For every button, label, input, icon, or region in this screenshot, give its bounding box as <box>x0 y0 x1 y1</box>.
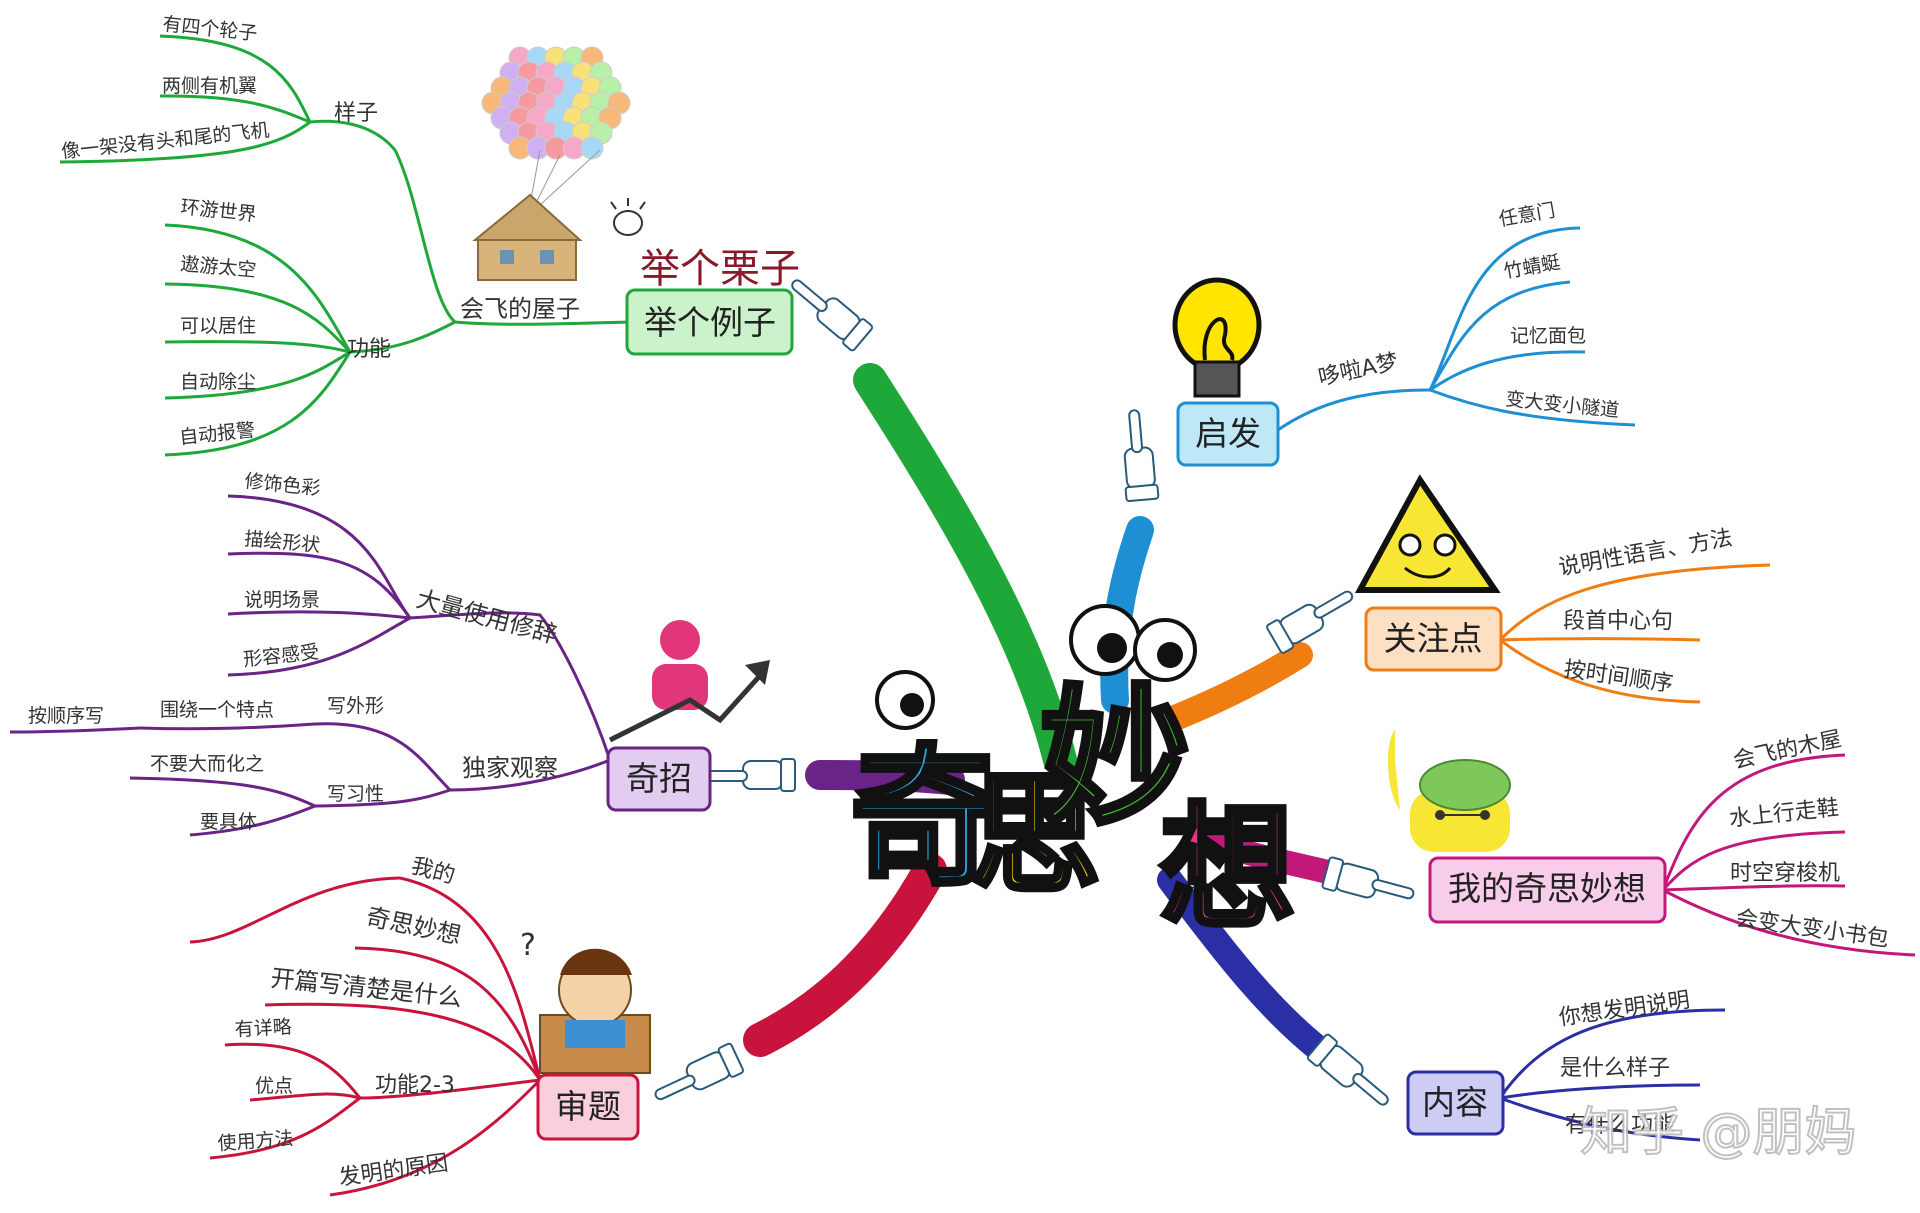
topic-focus[interactable]: 关注点 <box>1364 606 1503 672</box>
branch-inspiration <box>1274 226 1636 434</box>
mine-item-3: 时空穿梭机 <box>1730 861 1840 886</box>
topic-inspiration-label: 启发 <box>1195 414 1261 453</box>
branch-review <box>189 876 542 1197</box>
topic-mine[interactable]: 我的奇思妙想 <box>1428 856 1667 924</box>
inspiration-item-4: 变大变小隧道 <box>1504 388 1620 422</box>
mine-item-2: 水上行走鞋 <box>1728 796 1840 832</box>
topic-inspiration[interactable]: 启发 <box>1176 401 1280 467</box>
trick-sub-2-item-1: 不要大而化之 <box>150 753 264 775</box>
trick-group-1-item-4: 形容感受 <box>242 641 320 671</box>
inspiration-item-3: 记忆面包 <box>1510 325 1586 347</box>
branch-line-trick <box>805 760 965 795</box>
inspiration-item-2: 竹蜻蜓 <box>1502 251 1562 283</box>
topic-example-label: 举个例子 <box>644 303 776 342</box>
example-group-2: 功能 <box>347 337 391 362</box>
branch-trick <box>9 494 612 837</box>
trick-sub-2-item-2: 要具体 <box>200 811 257 833</box>
hand-icon <box>1306 1033 1389 1106</box>
example-group-1: 样子 <box>334 101 378 126</box>
mine-item-1: 会飞的木屋 <box>1731 727 1844 774</box>
trick-group-1: 大量使用修辞 <box>413 585 559 649</box>
branch-line-review <box>743 853 947 1057</box>
hand-icon <box>791 279 874 352</box>
lightbulb-icon <box>1172 277 1262 398</box>
svg-text:?: ? <box>520 928 536 963</box>
example-group-2-item-3: 可以居住 <box>180 315 256 337</box>
topic-review[interactable]: 审题 <box>536 1073 640 1141</box>
watermark: 知乎 @朋妈 <box>1580 1103 1857 1163</box>
example-group-1-item-2: 两侧有机翼 <box>162 75 257 97</box>
trick-group-2: 独家观察 <box>462 754 558 782</box>
branch-line-focus <box>1157 642 1313 733</box>
center-char-2: 思 <box>970 759 1100 911</box>
topic-review-label: 审题 <box>555 1087 621 1126</box>
review-group-item-2: 优点 <box>255 1075 293 1097</box>
hand-icon <box>1123 409 1160 503</box>
focus-item-3: 按时间顺序 <box>1562 657 1674 697</box>
example-group-2-item-1: 环游世界 <box>179 196 257 226</box>
center-char-1: 奇 <box>850 732 1000 906</box>
center-char-3: 妙 <box>1040 672 1190 846</box>
balloon-house-icon <box>472 46 631 281</box>
branch-content <box>1498 1008 1726 1142</box>
pointing-hands <box>654 279 1415 1106</box>
balloon <box>580 136 604 160</box>
topic-focus-label: 关注点 <box>1384 619 1483 658</box>
review-item-2: 奇思妙想 <box>364 902 464 949</box>
content-item-1: 你想发明说明 <box>1557 988 1691 1031</box>
content-item-3: 有什么功能 <box>1565 1113 1675 1138</box>
chestnut-label: 举个栗子 <box>640 246 800 292</box>
robot-brain-icon <box>1388 730 1511 852</box>
topic-content-label: 内容 <box>1422 1083 1488 1122</box>
branch-mine <box>1661 753 1916 957</box>
topic-example[interactable]: 举个例子 <box>625 288 794 356</box>
review-group-item-3: 使用方法 <box>217 1128 294 1155</box>
review-group-item-1: 有详略 <box>234 1016 292 1041</box>
branch-line-example <box>853 363 1077 777</box>
trick-sub-1: 写外形 <box>327 695 384 717</box>
branch-line-content <box>1157 867 1333 1063</box>
branch-focus <box>1498 563 1771 704</box>
hand-icon <box>704 758 796 792</box>
topic-trick-label: 奇招 <box>626 759 692 798</box>
trick-group-1-item-3: 说明场景 <box>244 589 320 611</box>
trick-group-1-item-1: 修饰色彩 <box>243 470 321 500</box>
mine-item-4: 会变大变小书包 <box>1734 906 1890 952</box>
focus-item-1: 说明性语言、方法 <box>1557 526 1735 581</box>
example-group-2-item-5: 自动报警 <box>178 419 256 449</box>
example-group-1-item-3: 像一架没有头和尾的飞机 <box>60 119 270 163</box>
thinking-kid-icon: ? <box>520 928 651 1074</box>
example-child: 会飞的屋子 <box>460 295 580 323</box>
hand-icon <box>1321 856 1415 900</box>
lightbulb-doodle-icon <box>610 198 646 236</box>
warning-sign-icon <box>1354 474 1501 593</box>
topic-mine-label: 我的奇思妙想 <box>1448 869 1646 908</box>
review-group: 功能2-3 <box>375 1073 455 1098</box>
content-item-2: 是什么样子 <box>1560 1056 1670 1081</box>
growth-person-icon <box>608 620 770 743</box>
topic-content[interactable]: 内容 <box>1406 1070 1505 1136</box>
focus-item-2: 段首中心句 <box>1563 609 1673 634</box>
example-group-2-item-2: 遨游太空 <box>180 253 258 282</box>
center-char-4: 想 <box>1160 790 1295 947</box>
trick-sub-2: 写习性 <box>327 783 384 805</box>
hand-icon <box>1266 590 1354 654</box>
trick-sub-1-extra: 按顺序写 <box>28 705 104 727</box>
branch-example <box>59 34 631 457</box>
topic-trick[interactable]: 奇招 <box>606 746 712 812</box>
inspiration-item-1: 任意门 <box>1497 199 1557 231</box>
hand-icon <box>654 1042 744 1101</box>
example-group-2-item-4: 自动除尘 <box>180 371 256 393</box>
center-title: 奇 思 妙 想 <box>848 604 1298 950</box>
inspiration-child: 哆啦A梦 <box>1316 350 1400 391</box>
review-item-4: 发明的原因 <box>337 1151 449 1191</box>
trick-sub-1-item-1: 围绕一个特点 <box>160 699 274 721</box>
